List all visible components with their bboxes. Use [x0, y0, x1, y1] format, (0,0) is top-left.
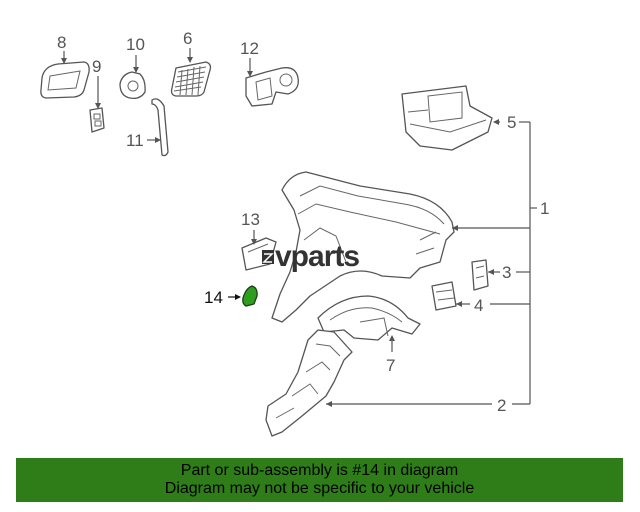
- callout-10: 10: [126, 35, 145, 54]
- callout-8: 8: [57, 33, 66, 52]
- part-14-clip-highlighted[interactable]: [228, 285, 258, 307]
- callout-2: 2: [497, 396, 506, 415]
- part-10-cap-housing[interactable]: [119, 55, 146, 100]
- part-3-bracket[interactable]: [471, 259, 500, 291]
- part-6-vent-grille[interactable]: [170, 48, 212, 97]
- callout-9: 9: [92, 57, 101, 76]
- watermark-logo: vparts: [262, 240, 360, 273]
- callout-7: 7: [386, 356, 395, 375]
- part-8-fuel-door[interactable]: [40, 51, 90, 99]
- part-1-quarter-panel[interactable]: [271, 171, 530, 323]
- callout-12: 12: [240, 39, 259, 58]
- banner-line-2: Diagram may not be specific to your vehi…: [164, 480, 475, 497]
- callout-1-group-bracket: [490, 121, 537, 405]
- callout-5: 5: [507, 113, 516, 132]
- banner-line-1: Part or sub-assembly is #14 in diagram: [180, 462, 459, 479]
- callout-1: 1: [540, 199, 549, 218]
- parts-diagram: 8 9 10 6 12 11: [40, 29, 549, 437]
- callout-4: 4: [474, 296, 483, 315]
- part-5-inner-panel[interactable]: [401, 85, 500, 151]
- watermark-text: vparts: [275, 240, 359, 273]
- callout-14: 14: [204, 288, 223, 307]
- info-banner: Part or sub-assembly is #14 in diagram D…: [16, 458, 623, 502]
- part-4-bracket[interactable]: [431, 281, 470, 311]
- callout-13: 13: [241, 210, 260, 229]
- callout-3: 3: [502, 263, 511, 282]
- part-9-hinge[interactable]: [89, 76, 105, 133]
- part-12-bracket[interactable]: [245, 58, 299, 107]
- part-2-lower-extension[interactable]: [265, 329, 492, 437]
- part-11-seal-strip[interactable]: [147, 98, 169, 157]
- callout-6: 6: [183, 29, 192, 48]
- callout-11: 11: [126, 131, 144, 150]
- part-7-wheelhouse[interactable]: [317, 295, 421, 352]
